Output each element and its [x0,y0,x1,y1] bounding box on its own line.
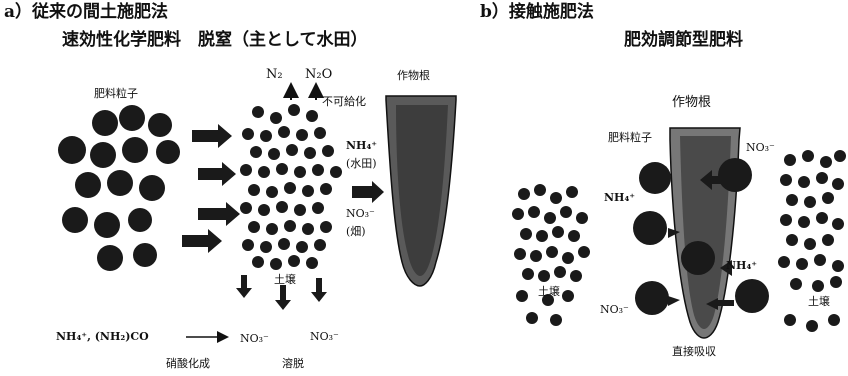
label-soil-a: 土壌 [274,274,296,285]
label-no3-left: NO₃⁻ [240,333,269,344]
label-no3-right: NO₃⁻ [310,331,339,342]
label-no3-a: NO₃⁻ [346,208,375,219]
label-direct-uptake: 直接吸収 [672,346,716,357]
panel-a-small-particles [240,104,342,270]
label-nh4-left: NH₄⁺ [604,192,635,203]
label-fertilizer-particles-a: 肥料粒子 [94,88,138,99]
label-formula: NH₄⁺, (NH₂)CO [56,331,149,342]
label-fertilizer-particles-b: 肥料粒子 [608,132,652,143]
label-no-supply: 不可給化 [322,96,366,107]
label-nitrification: 硝酸化成 [166,358,210,369]
panel-a-root [386,96,456,286]
panel-a-subheading: 速効性化学肥料 脱窒（主として水田） [62,32,368,49]
panel-a-heading: a）従来の間土施肥法 [4,4,168,21]
label-no3-top: NO₃⁻ [746,142,775,153]
label-nh4-right: NH₄⁺ [726,260,757,271]
label-soil-b-left: 土壌 [538,286,560,297]
label-n2o: N₂O [305,68,332,81]
label-n2: N₂ [266,68,283,81]
panel-b-soil-particles-left [512,184,590,326]
label-leaching: 溶脱 [282,358,304,369]
label-crop-root-b: 作物根 [672,96,711,109]
panel-b-heading: b）接触施肥法 [480,4,594,21]
label-paddy: (水田) [346,158,377,169]
label-nh4-a: NH₄⁺ [346,140,377,151]
panel-a-particles [58,105,180,271]
label-soil-b-right: 土壌 [808,296,830,307]
label-crop-root-a: 作物根 [397,70,430,81]
panel-a-gas-arrows [291,86,316,100]
panel-b-subheading: 肥効調節型肥料 [624,32,743,49]
label-no3-bottom: NO₃⁻ [600,304,629,315]
label-upland: (畑) [346,226,366,237]
